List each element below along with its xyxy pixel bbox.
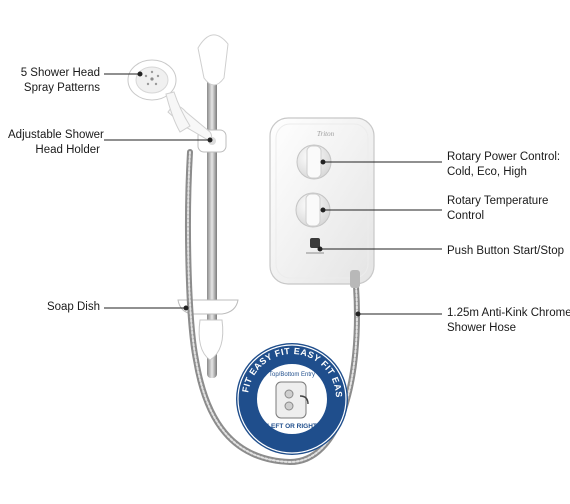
label-push-button: Push Button Start/Stop — [447, 244, 564, 259]
badge-inner-bottom: LEFT OR RIGHT — [267, 423, 317, 430]
label-temp-line1: Rotary Temperature — [447, 195, 549, 207]
label-head-holder: Adjustable Shower Head Holder — [8, 128, 104, 158]
label-spray-patterns: 5 Shower Head Spray Patterns — [20, 66, 100, 96]
top-bracket — [197, 34, 229, 86]
label-push-line1: Push Button Start/Stop — [447, 245, 564, 257]
label-temp-line2: Control — [447, 210, 485, 222]
shower-unit: Triton — [269, 117, 375, 288]
label-holder-line2: Head Holder — [35, 144, 100, 156]
label-temperature-control: Rotary Temperature Control — [447, 194, 548, 224]
label-spray-line1: 5 Shower Head — [20, 67, 100, 79]
brand-logo: Triton — [317, 130, 335, 138]
label-power-line2: Cold, Eco, High — [447, 166, 527, 178]
label-soap-line1: Soap Dish — [46, 301, 100, 313]
label-soap-dish: Soap Dish — [20, 300, 100, 315]
label-shower-hose: 1.25m Anti-Kink Chrome Shower Hose — [447, 306, 570, 336]
start-stop-button — [310, 238, 320, 248]
label-power-control: Rotary Power Control: Cold, Eco, High — [447, 150, 560, 180]
label-spray-line2: Spray Patterns — [23, 82, 100, 94]
shower-head — [127, 59, 213, 141]
label-holder-line1: Adjustable Shower — [8, 129, 104, 141]
badge-unit-icon — [275, 381, 307, 419]
label-hose-line2: Shower Hose — [447, 322, 517, 334]
label-power-line1: Rotary Power Control: — [447, 151, 561, 163]
badge-inner-top: Top/Bottom Entry — [269, 372, 315, 378]
label-hose-line1: 1.25m Anti-Kink Chrome — [447, 307, 570, 319]
